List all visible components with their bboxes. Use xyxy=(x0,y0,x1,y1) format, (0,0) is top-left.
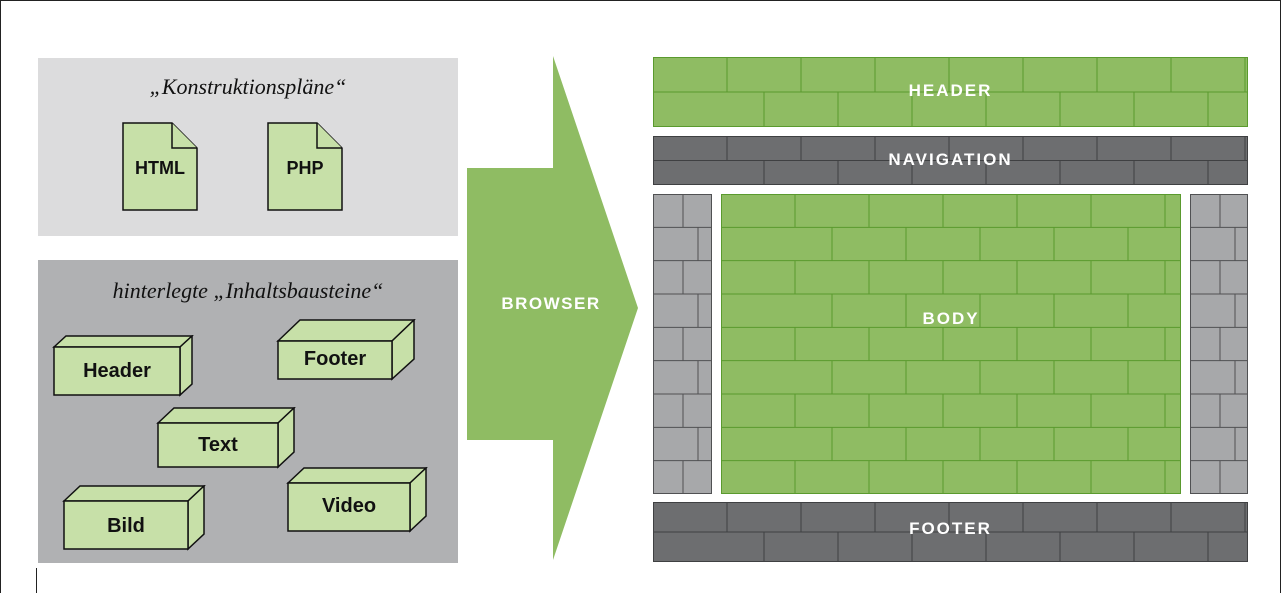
content-blocks-title: hinterlegte „Inhaltsbausteine“ xyxy=(112,278,384,303)
footer-block-label: Footer xyxy=(303,348,367,370)
templates-panel: „Konstruktionspläne“ HTML PHP xyxy=(38,58,458,236)
footer-wall xyxy=(653,502,1248,562)
header-block-label: Header xyxy=(83,360,151,382)
browser-arrow-icon xyxy=(467,56,638,560)
bild-block-label: Bild xyxy=(107,515,145,537)
body-wall xyxy=(721,194,1181,494)
php-file-icon: PHP xyxy=(267,122,343,211)
header-wall xyxy=(653,57,1248,127)
frame-edge xyxy=(36,568,37,593)
header-block-icon: Header xyxy=(52,334,194,397)
header-label: HEADER xyxy=(908,81,993,100)
browser-label: BROWSER xyxy=(501,294,601,313)
navigation-label: NAVIGATION xyxy=(888,150,1013,169)
right-sidebar-wall xyxy=(1190,194,1248,494)
text-block-label: Text xyxy=(198,434,238,456)
body-label: BODY xyxy=(922,309,980,328)
text-block-icon: Text xyxy=(156,406,296,469)
php-file-label: PHP xyxy=(286,158,324,178)
navigation-wall xyxy=(653,136,1248,185)
html-file-label: HTML xyxy=(135,158,185,178)
footer-label: FOOTER xyxy=(909,519,992,538)
left-sidebar-wall xyxy=(653,194,712,494)
bild-block-icon: Bild xyxy=(62,484,206,551)
html-file-icon: HTML xyxy=(122,122,198,211)
video-block-label: Video xyxy=(321,495,377,517)
video-block-icon: Video xyxy=(286,466,428,533)
footer-block-icon: Footer xyxy=(276,318,416,381)
templates-title: „Konstruktionspläne“ xyxy=(149,74,347,99)
content-blocks-panel: hinterlegte „Inhaltsbausteine“ Header Fo… xyxy=(38,260,458,563)
